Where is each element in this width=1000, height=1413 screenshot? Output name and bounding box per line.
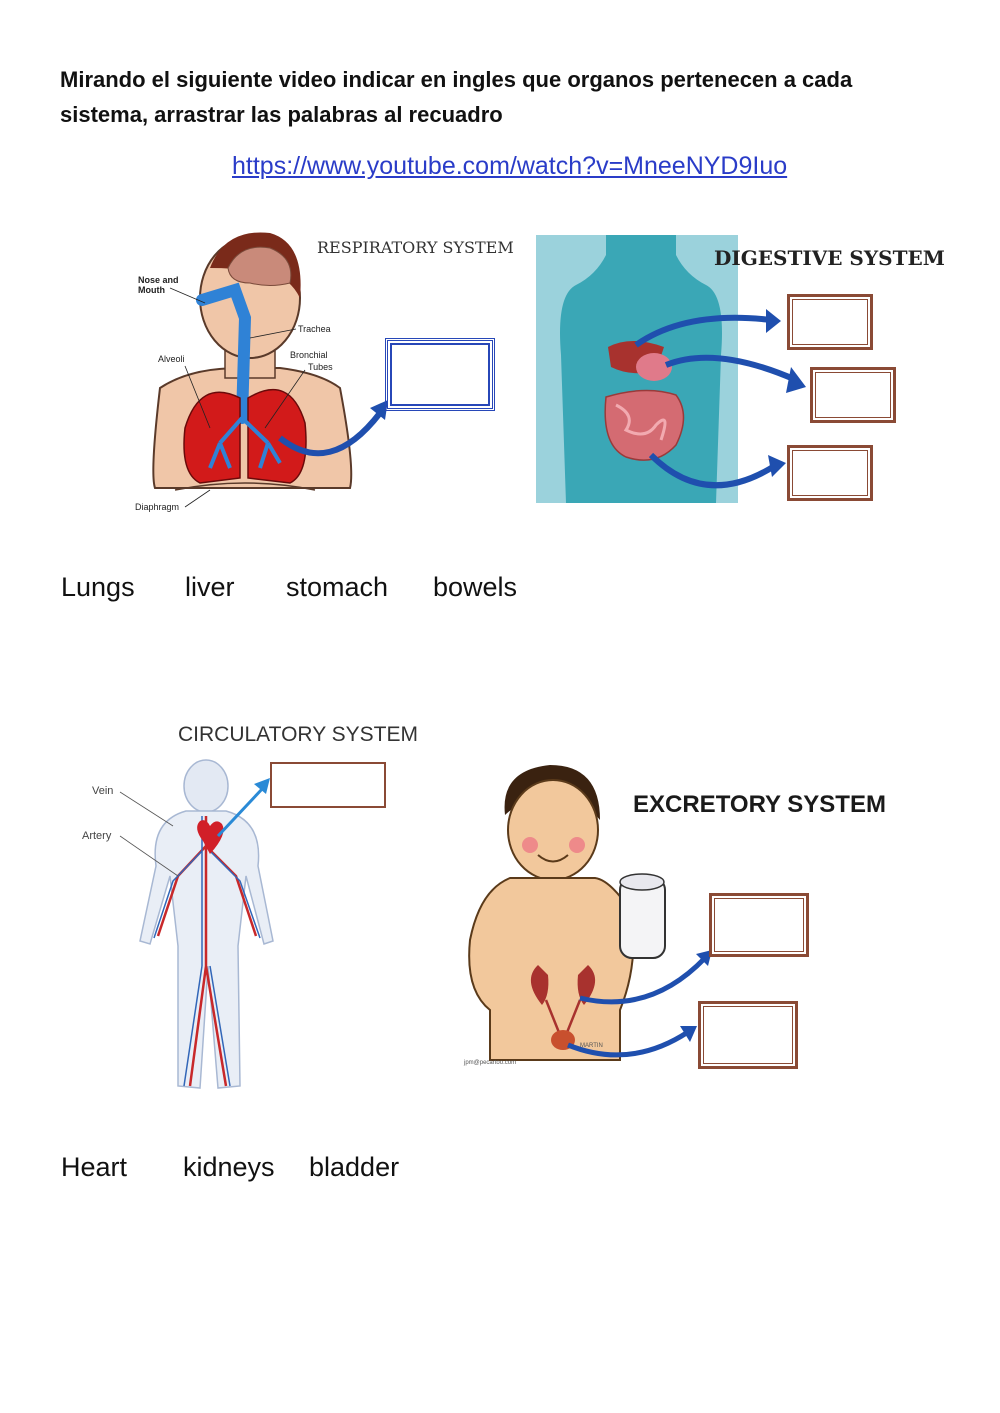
circulatory-answer-box[interactable]: [270, 762, 386, 808]
airway: [196, 282, 252, 424]
excretory-answer-box-2[interactable]: [698, 1001, 798, 1069]
leader-trachea: [249, 328, 297, 339]
label-bronchial: Bronchial: [290, 350, 328, 360]
circulatory-title: CIRCULATORY SYSTEM: [178, 723, 418, 746]
leader-artery: [119, 835, 179, 877]
brain: [227, 246, 292, 286]
label-tubes: Tubes: [308, 362, 333, 372]
arrow-lungs: [278, 411, 383, 457]
word-heart[interactable]: Heart: [61, 1152, 128, 1182]
toilet-paper-top: [619, 873, 665, 891]
label-nose-mouth-2: Mouth: [138, 285, 165, 295]
arrow-kidneys: [579, 956, 707, 1005]
label-artery: Artery: [82, 830, 112, 842]
word-stomach[interactable]: stomach: [286, 572, 389, 602]
excretory-head: [507, 779, 599, 881]
ureters: [544, 999, 582, 1036]
left-cheek: [522, 837, 538, 853]
label-bronchial-2: Tubes: [308, 362, 333, 372]
excretory-illustration: EXCRETORY SYSTEM jpm@pecartoo.com MARTIN: [463, 765, 886, 1066]
bowel-loops: [615, 403, 667, 441]
digestive-answer-box-1[interactable]: [787, 294, 873, 350]
bronchial-tree: [208, 416, 282, 469]
arrow-head-stomach: [786, 367, 806, 393]
word-kidneys[interactable]: kidneys: [183, 1152, 275, 1182]
respiratory-title: RESPIRATORY SYSTEM: [317, 238, 514, 257]
arrow-head-lungs: [370, 400, 388, 420]
arrow-liver: [634, 314, 772, 348]
label-trachea: Trachea: [298, 324, 331, 334]
leader-bronchial: [264, 369, 306, 429]
instructions-text: Mirando el siguiente video indicar en in…: [60, 67, 853, 127]
arrow-head-liver: [766, 309, 781, 333]
diaphragm-line: [174, 482, 316, 491]
digestive-illustration: DIGESTIVE SYSTEM: [536, 235, 945, 503]
body-head: [183, 759, 229, 813]
right-cheek: [569, 837, 585, 853]
word-bowels[interactable]: bowels: [433, 572, 518, 602]
circulatory-illustration: CIRCULATORY SYSTEM Vein Artery: [82, 723, 418, 1089]
credit-text: jpm@pecartoo.com: [463, 1060, 516, 1066]
arrow-head-kidneys: [696, 950, 712, 966]
smile: [537, 854, 569, 863]
arrow-bowels: [648, 452, 778, 489]
leader-alveoli: [184, 365, 211, 429]
label-alveoli: Alveoli: [158, 354, 185, 364]
respiratory-answer-box[interactable]: [385, 338, 495, 411]
excretory-answer-box-1[interactable]: [709, 893, 809, 957]
right-lung: [247, 389, 307, 484]
arrow-stomach: [664, 354, 798, 383]
label-nose-mouth-b: Mouth: [138, 285, 165, 295]
arrow-head-bowels: [768, 455, 786, 477]
video-link[interactable]: https://www.youtube.com/watch?v=MneeNYD9…: [232, 152, 788, 180]
arrow-head-heart: [254, 778, 270, 794]
leader-vein: [119, 791, 174, 827]
word-liver[interactable]: liver: [185, 572, 235, 602]
heart: [197, 820, 224, 854]
stomach: [636, 353, 672, 381]
label-nose-mouth: Nose and: [138, 275, 179, 285]
digestive-answer-box-3[interactable]: [787, 445, 873, 501]
bowels: [604, 389, 685, 461]
artist-signature: MARTIN: [580, 1043, 603, 1049]
veins: [153, 816, 261, 1087]
label-nose-mouth-1: Nose and: [138, 275, 179, 285]
leader-diaphragm: [184, 489, 211, 508]
kidneys: [530, 965, 596, 1005]
arrow-head-bladder: [680, 1026, 697, 1042]
label-bronchial-1: Bronchial: [290, 350, 328, 360]
word-bank-2: Heart kidneys bladder: [0, 1152, 1000, 1192]
digestive-answer-box-2[interactable]: [810, 367, 896, 423]
arrow-heart: [216, 786, 265, 838]
label-vein: Vein: [92, 785, 113, 797]
excretory-body: [468, 877, 635, 1061]
word-bladder[interactable]: bladder: [309, 1152, 400, 1182]
digestive-title: DIGESTIVE SYSTEM: [714, 246, 945, 270]
respiratory-illustration: Nose and Mouth Trachea Alveoli Bronchial…: [135, 232, 514, 512]
word-lungs[interactable]: Lungs: [61, 572, 135, 602]
word-bank-1: Lungs liver stomach bowels: [0, 572, 1000, 612]
arrow-bladder: [567, 1029, 690, 1058]
leader-nose: [169, 287, 206, 304]
label-diaphragm: Diaphragm: [135, 502, 179, 512]
excretory-title: EXCRETORY SYSTEM: [633, 791, 886, 818]
